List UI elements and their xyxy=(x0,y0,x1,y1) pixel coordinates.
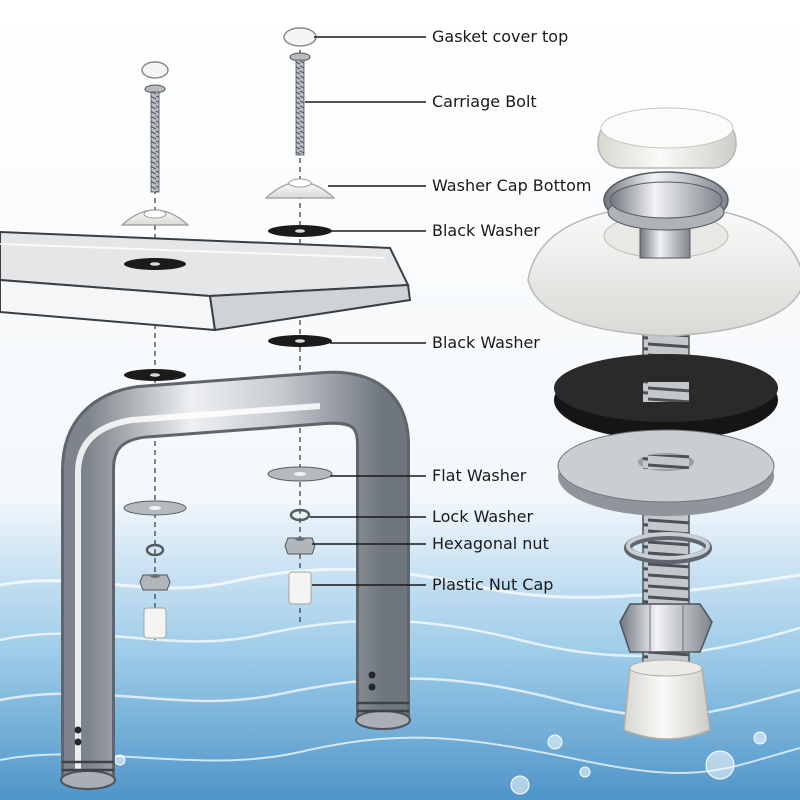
left-hardware-stack xyxy=(120,61,190,639)
label-plastic-nut-cap: Plastic Nut Cap xyxy=(432,575,554,594)
left-carriage-bolt xyxy=(150,91,160,193)
seat-board xyxy=(0,230,412,332)
left-lock-washer xyxy=(145,543,165,557)
assembled-plastic-nut-cap xyxy=(623,667,711,740)
water-bubbles xyxy=(114,731,767,795)
left-hexagonal-nut xyxy=(139,574,171,591)
callout-leaders xyxy=(305,36,426,586)
label-carriage-bolt: Carriage Bolt xyxy=(432,92,537,111)
label-black-washer-bottom: Black Washer xyxy=(432,333,540,352)
label-flat-washer: Flat Washer xyxy=(432,466,527,485)
label-washer-cap-bottom: Washer Cap Bottom xyxy=(432,176,592,195)
u-bracket xyxy=(60,370,411,790)
assembled-hex-nut xyxy=(619,603,713,653)
right-carriage-bolt xyxy=(295,59,305,156)
right-hardware-stack xyxy=(264,27,336,605)
right-plastic-nut-cap xyxy=(288,571,312,605)
left-plastic-nut-cap xyxy=(143,607,167,639)
left-gasket-cover-top xyxy=(141,61,169,79)
label-lock-washer: Lock Washer xyxy=(432,507,534,526)
label-gasket-cover-top: Gasket cover top xyxy=(432,27,569,46)
right-lock-washer xyxy=(289,508,311,522)
assembled-hinge-closeup xyxy=(527,107,800,740)
right-gasket-cover-top xyxy=(283,27,317,47)
right-hexagonal-nut xyxy=(284,537,316,555)
label-hexagonal-nut: Hexagonal nut xyxy=(432,534,549,553)
assembled-washer-cap xyxy=(527,204,800,337)
label-black-washer-top: Black Washer xyxy=(432,221,540,240)
